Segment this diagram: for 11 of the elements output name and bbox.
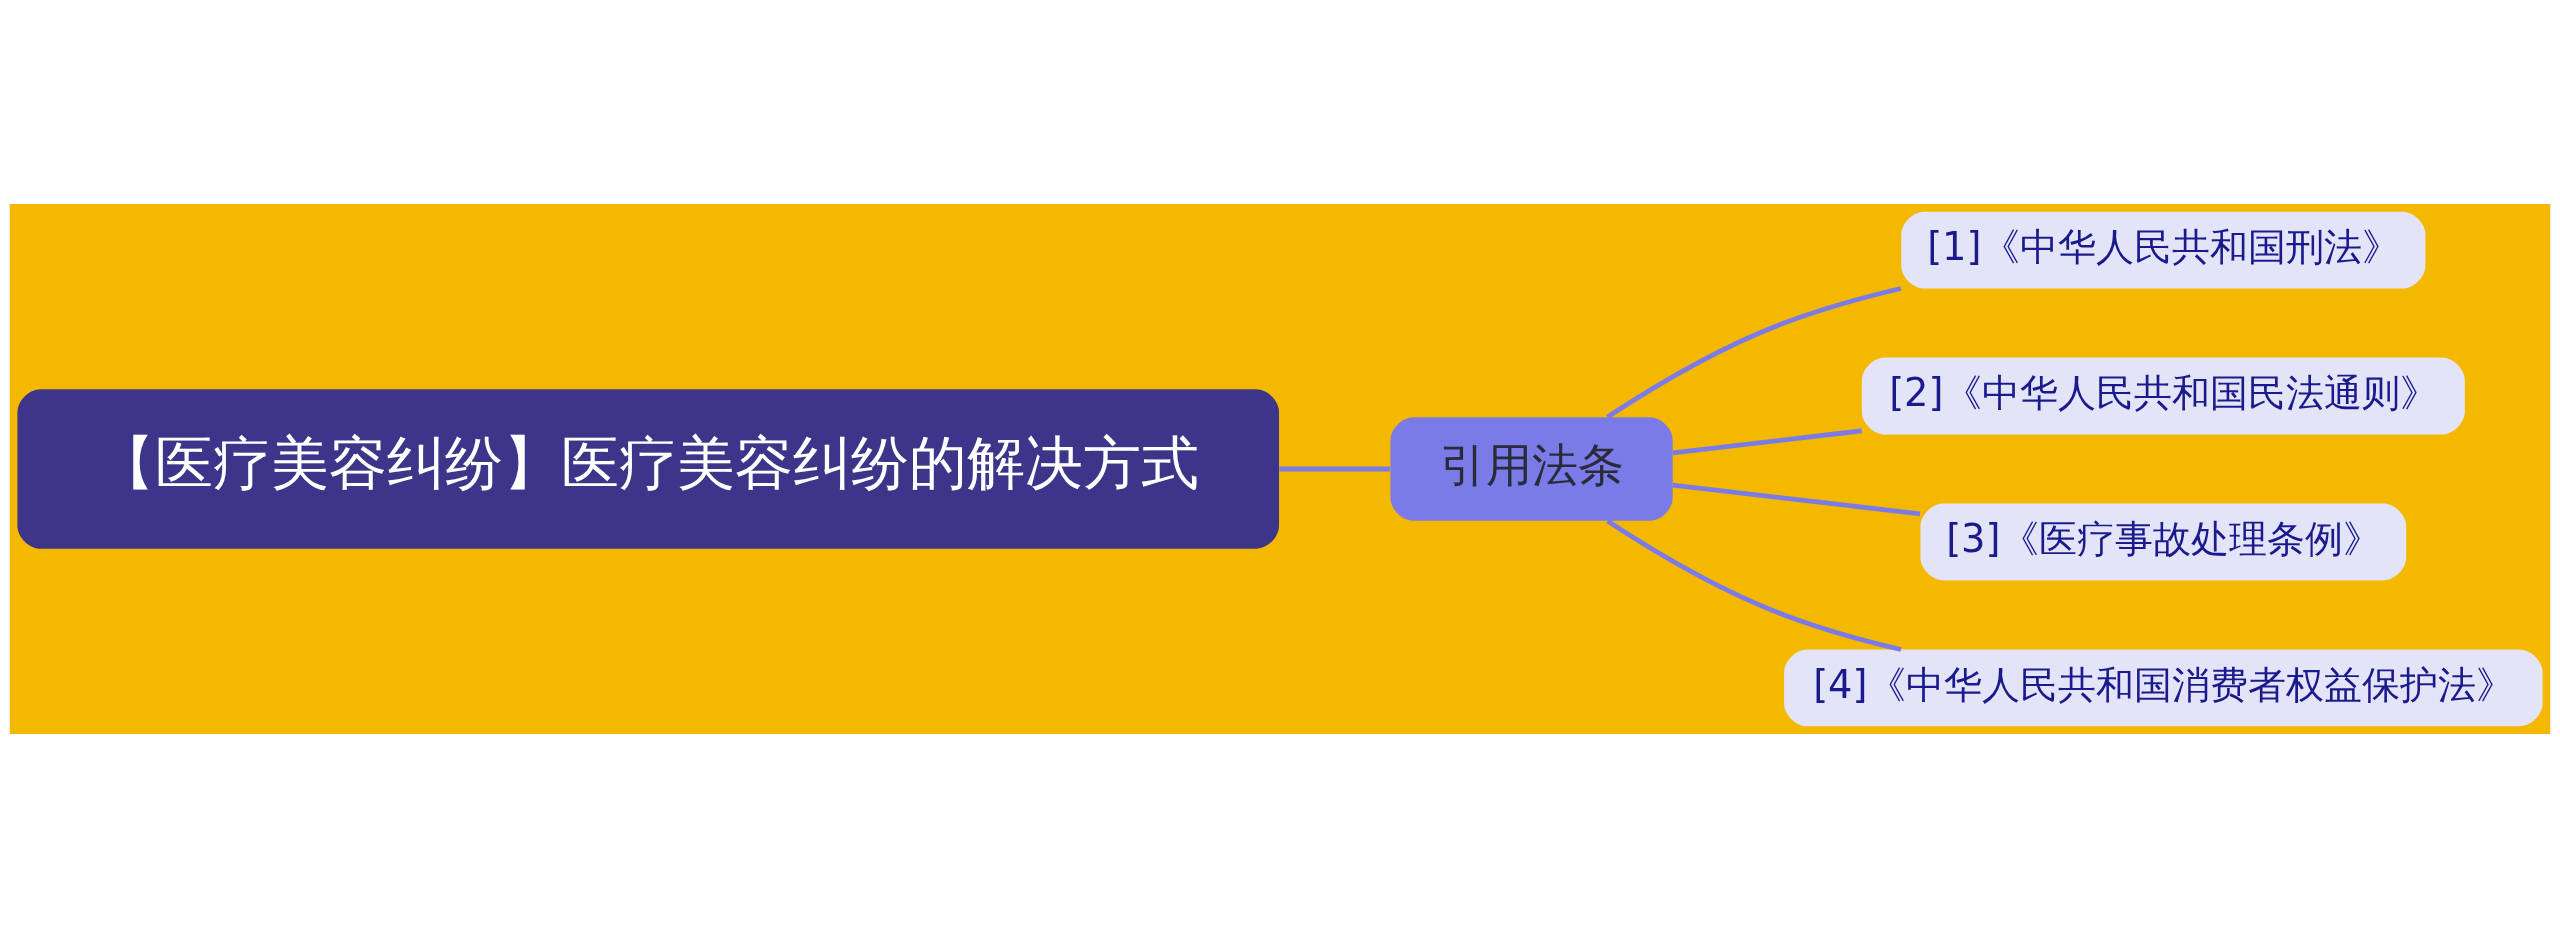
connector [1672, 482, 1921, 516]
node-box: 【医疗美容纠纷】医疗美容纠纷的解决方式 [17, 388, 1280, 549]
node-box: [4]《中华人民共和国消费者权益保护法》 [1784, 649, 2543, 726]
node-box: [3]《医疗事故处理条例》 [1920, 503, 2407, 580]
connector [1606, 285, 1902, 419]
node-box: 引用法条 [1390, 416, 1673, 521]
connector [1672, 427, 1862, 455]
node-box: [2]《中华人民共和国民法通则》 [1861, 357, 2465, 434]
node-box: [1]《中华人民共和国刑法》 [1901, 211, 2426, 288]
connector [1606, 518, 1902, 652]
connector [1279, 466, 1390, 471]
